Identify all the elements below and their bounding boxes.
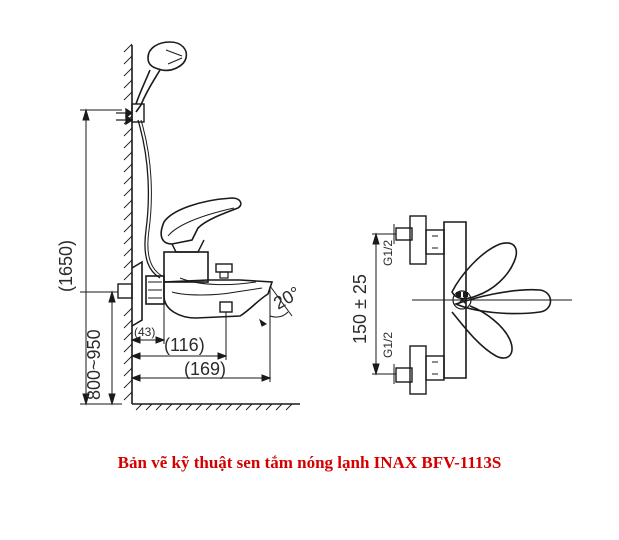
dim-height-range: 800~950	[84, 329, 104, 400]
angle-indicator	[259, 285, 293, 327]
dim-angle: 20°	[270, 283, 304, 314]
front-lever	[451, 242, 552, 359]
center-distance-dimension	[372, 224, 396, 384]
thread-bottom-label: G1/2	[381, 332, 395, 358]
front-valve-body	[443, 221, 467, 379]
wall-bracket	[116, 103, 145, 126]
dim-169: (169)	[184, 359, 226, 379]
side-view: (1650) 800~950 (43) (116) (169) 20°	[56, 41, 304, 411]
drawing-caption: Bản vẽ kỹ thuật sen tắm nóng lạnh INAX B…	[117, 453, 502, 472]
dim-center-distance: 150 ± 25	[350, 274, 370, 344]
mixer-lever	[160, 197, 242, 253]
shower-hose	[137, 119, 161, 279]
front-view: 150 ± 25 G1/2 G1/2	[350, 215, 572, 395]
vertical-dimensions	[80, 108, 122, 406]
wall	[123, 43, 133, 404]
hand-shower	[135, 41, 188, 113]
dim-43: (43)	[134, 325, 155, 339]
bottom-connection	[395, 345, 445, 395]
wall-flange	[117, 260, 165, 327]
top-connection	[395, 215, 445, 265]
thread-top-label: G1/2	[381, 240, 395, 266]
horizontal-dimensions	[130, 300, 272, 382]
valve-body	[163, 251, 274, 319]
dim-116: (116)	[164, 335, 205, 355]
floor	[132, 403, 300, 411]
dim-total-height: (1650)	[56, 240, 76, 292]
